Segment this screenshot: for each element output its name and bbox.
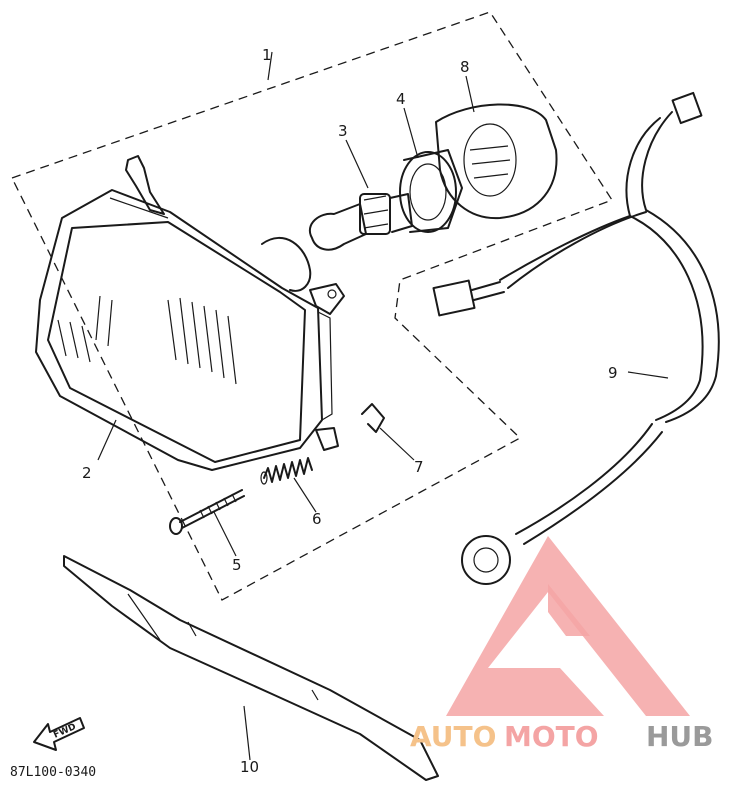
callout-6: 6 bbox=[312, 510, 322, 528]
bracket-strip bbox=[63, 555, 439, 781]
watermark-text-moto: MOTO bbox=[504, 720, 599, 753]
headlight-unit bbox=[35, 155, 345, 471]
bulb-cover bbox=[435, 103, 558, 220]
socket-ring bbox=[399, 149, 463, 233]
callout-7: 7 bbox=[414, 458, 424, 476]
watermark-logo: AUTO MOTO HUB bbox=[410, 536, 714, 753]
bulb bbox=[309, 193, 413, 251]
callout-8: 8 bbox=[460, 58, 470, 76]
callout-1: 1 bbox=[262, 46, 272, 64]
part-code: 87L100-0340 bbox=[10, 765, 96, 780]
spring bbox=[260, 457, 313, 485]
callout-10: 10 bbox=[240, 758, 259, 776]
watermark-text-hub: HUB bbox=[646, 720, 714, 753]
leader-lines bbox=[97, 51, 669, 761]
screw bbox=[169, 489, 245, 535]
watermark-text-auto: AUTO bbox=[410, 720, 496, 753]
callout-4: 4 bbox=[396, 90, 406, 108]
callout-2: 2 bbox=[82, 464, 92, 482]
fwd-arrow: FWD bbox=[33, 717, 85, 751]
assembly-boundary bbox=[11, 11, 613, 601]
callouts: 1 2 3 4 5 6 7 8 9 10 bbox=[82, 46, 618, 776]
callout-5: 5 bbox=[232, 556, 242, 574]
wire-harness bbox=[432, 91, 720, 585]
callout-9: 9 bbox=[608, 364, 618, 382]
callout-3: 3 bbox=[338, 122, 348, 140]
clip bbox=[361, 403, 385, 433]
watermark-triangle bbox=[446, 536, 690, 716]
